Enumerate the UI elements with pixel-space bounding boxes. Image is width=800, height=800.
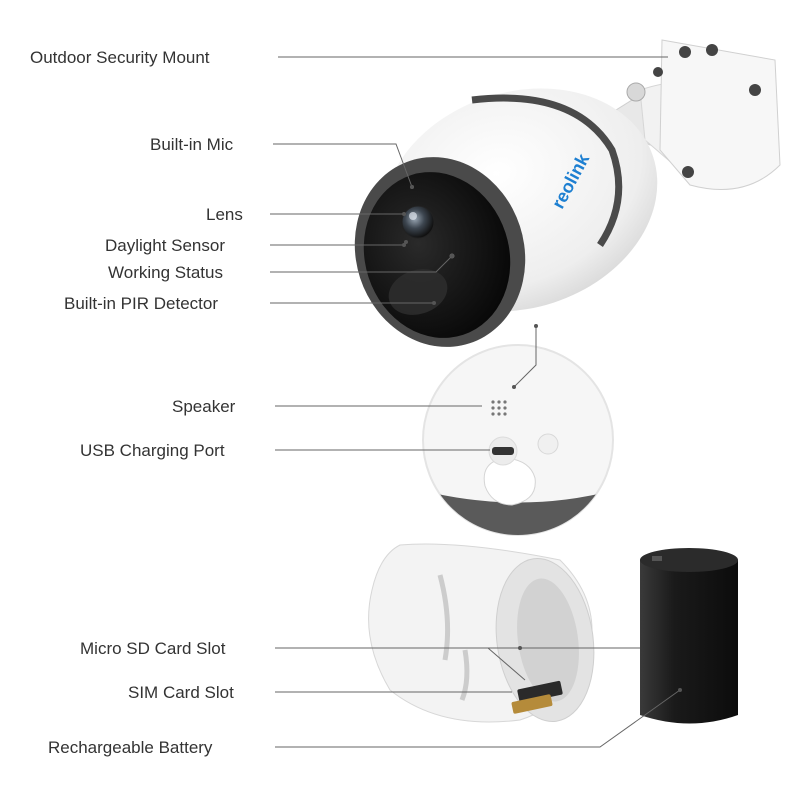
usb-port-cover — [483, 457, 536, 506]
label-usb-port: USB Charging Port — [80, 441, 225, 460]
leader-line-detail — [513, 326, 537, 388]
lens-icon — [401, 205, 435, 239]
mount-screw — [679, 46, 691, 58]
battery-body — [640, 552, 738, 724]
leader-dot — [410, 185, 414, 189]
rear-rib — [437, 574, 451, 661]
leader-dot — [402, 243, 406, 247]
leader-dot — [402, 212, 406, 216]
sim-card-slot-icon — [511, 694, 553, 714]
label-sd-card-slot: Micro SD Card Slot — [80, 639, 226, 658]
label-lens: Lens — [206, 205, 243, 224]
leader-dot — [450, 254, 454, 258]
rear-rib — [459, 649, 470, 701]
leader-dot — [512, 385, 516, 389]
leader-dot — [432, 301, 436, 305]
label-mount: Outdoor Security Mount — [30, 48, 210, 67]
label-speaker: Speaker — [172, 397, 236, 416]
leader-lines — [270, 56, 681, 748]
mount-screw — [706, 44, 718, 56]
label-working-status: Working Status — [108, 263, 223, 282]
detail-circle — [422, 344, 614, 536]
battery-top — [640, 548, 738, 572]
label-daylight-sensor: Daylight Sensor — [105, 236, 226, 255]
battery-port-icon — [652, 556, 662, 561]
speaker-icon — [491, 400, 507, 416]
camera-seam — [471, 94, 623, 247]
leader-dot — [534, 324, 538, 328]
usb-port-icon — [492, 447, 514, 455]
leader-line-mic — [273, 143, 413, 188]
mount-screw — [749, 84, 761, 96]
mount-screw — [682, 166, 694, 178]
lens-glint — [409, 212, 417, 220]
mount-joint — [626, 82, 646, 102]
leader-line-battery — [275, 689, 681, 748]
leader-dot — [678, 688, 682, 692]
daylight-sensor-dot — [404, 240, 408, 244]
battery — [640, 548, 738, 724]
label-mic: Built-in Mic — [150, 135, 234, 154]
label-battery: Rechargeable Battery — [48, 738, 213, 757]
wall-mount — [598, 39, 781, 190]
sd-card-slot-icon — [517, 680, 563, 704]
camera-body — [354, 88, 658, 347]
label-pir-detector: Built-in PIR Detector — [64, 294, 218, 313]
leader-dot — [518, 646, 522, 650]
rear-housing — [368, 543, 595, 723]
label-sim-card-slot: SIM Card Slot — [128, 683, 234, 702]
mount-base — [659, 39, 781, 190]
cover-hinge — [537, 433, 559, 455]
leader-dots — [402, 185, 682, 692]
leader-line-sd-card-diagonal — [275, 647, 526, 681]
battery-cavity — [517, 578, 579, 702]
mount-screw — [653, 67, 663, 77]
leader-line-status — [270, 255, 453, 273]
